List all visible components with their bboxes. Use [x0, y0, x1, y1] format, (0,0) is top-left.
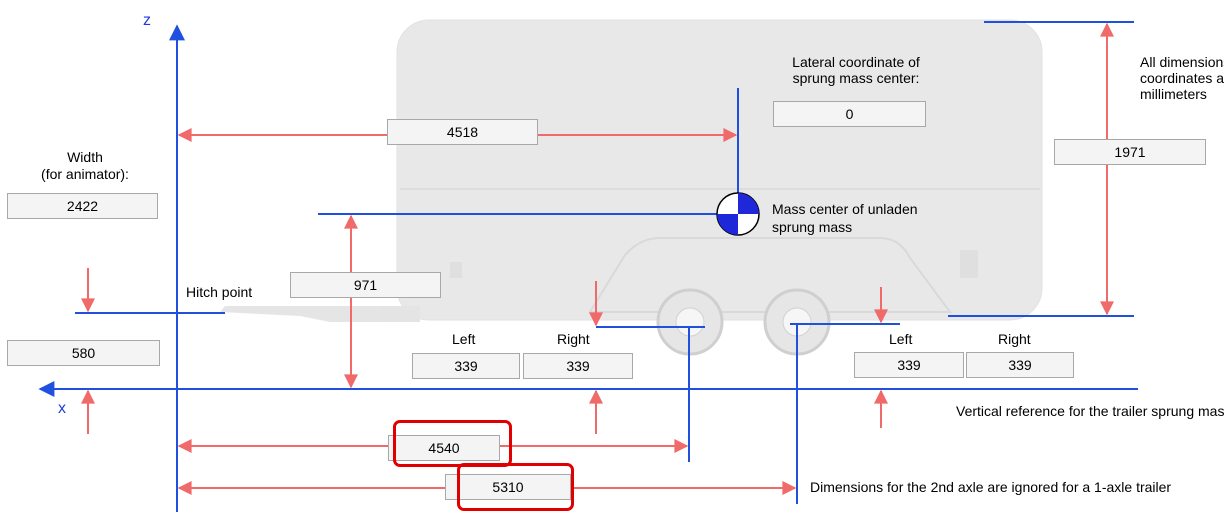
- vertical-reference-label: Vertical reference for the trailer sprun…: [956, 403, 1224, 419]
- axle2-left-label: Left: [889, 331, 913, 347]
- axle2-left-radius-input[interactable]: [854, 352, 964, 378]
- axle1-x-input[interactable]: [388, 435, 500, 461]
- hitch-height-input[interactable]: [7, 340, 160, 366]
- axle1-left-label: Left: [452, 331, 476, 347]
- axle2-x-input[interactable]: [445, 474, 571, 500]
- lateral-coord-input[interactable]: [773, 101, 926, 127]
- units-note: All dimensions and coordinates are in mi…: [1140, 54, 1224, 102]
- mass-center-label-line2: sprung mass: [772, 219, 853, 235]
- axle2-right-label: Right: [998, 331, 1031, 347]
- wheel-rear: [763, 288, 831, 356]
- mass-center-z-input[interactable]: [290, 272, 441, 298]
- highlight-axle1-x: [393, 420, 512, 467]
- mass-center-label-line1: Mass center of unladen: [772, 201, 918, 217]
- trailer-silhouette: [220, 19, 1043, 322]
- width-label-line1: Width: [67, 149, 103, 165]
- width-input[interactable]: [7, 193, 158, 219]
- width-label-line2: (for animator):: [41, 166, 129, 182]
- second-axle-note: Dimensions for the 2nd axle are ignored …: [810, 479, 1172, 495]
- axle2-right-radius-input[interactable]: [966, 352, 1074, 378]
- axle1-left-radius-input[interactable]: [412, 353, 520, 379]
- blue-reference-lines: [38, 21, 1138, 512]
- mass-center-symbol: [716, 192, 760, 236]
- highlight-axle2-x: [457, 463, 574, 511]
- lateral-coord-label: Lateral coordinate of sprung mass center…: [792, 54, 920, 86]
- mass-center-x-input[interactable]: [387, 119, 538, 145]
- wheel-front: [656, 288, 724, 356]
- axle1-right-label: Right: [557, 331, 590, 347]
- total-height-input[interactable]: [1054, 139, 1206, 165]
- hitch-point-label: Hitch point: [186, 284, 253, 300]
- axle1-right-radius-input[interactable]: [523, 353, 633, 379]
- z-axis-label: z: [143, 12, 151, 29]
- x-axis-label: x: [58, 400, 66, 417]
